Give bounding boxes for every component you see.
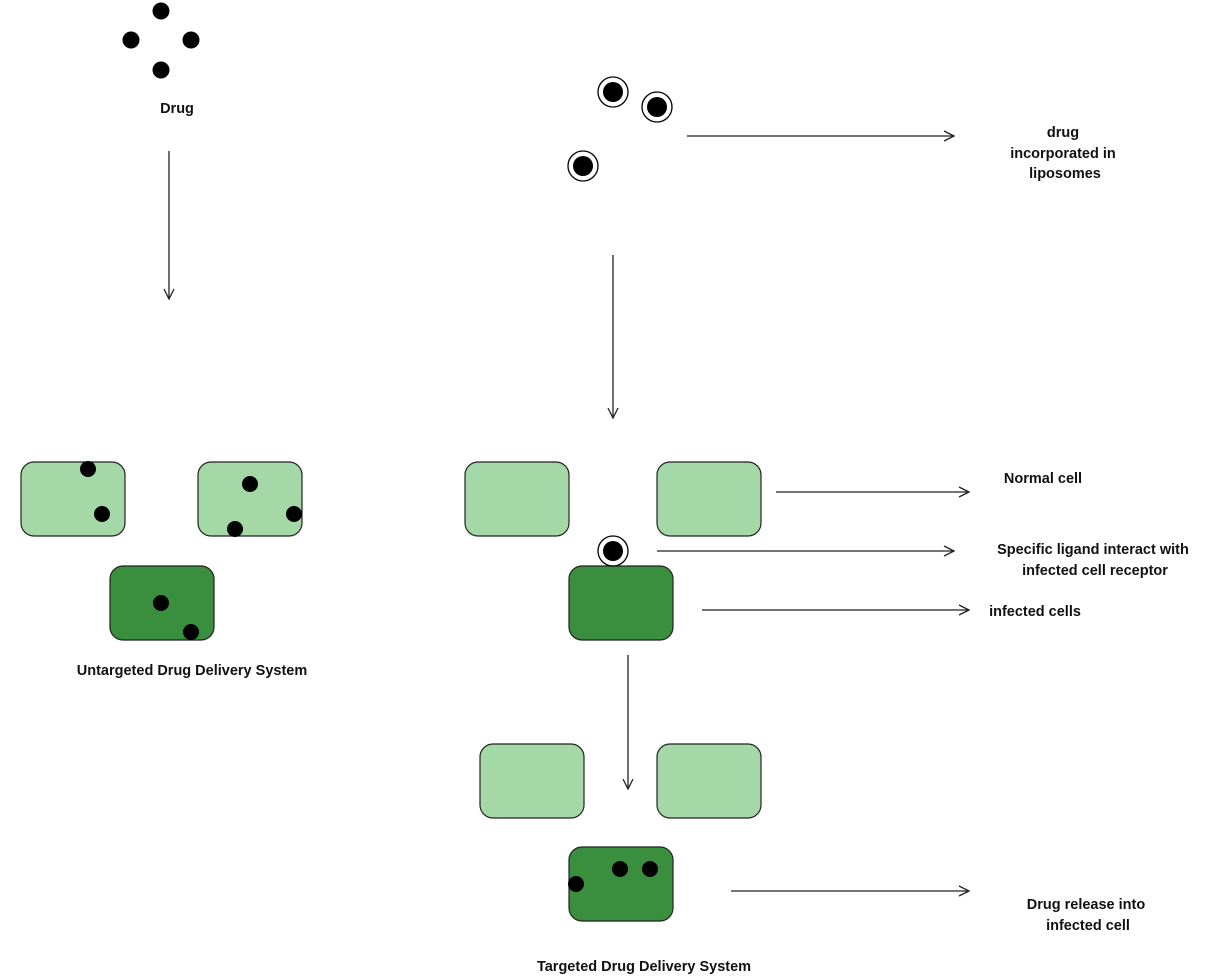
- normal-cell: [464, 461, 570, 537]
- drug-molecule: [242, 476, 258, 492]
- drug-molecule: [286, 506, 302, 522]
- drug-molecule: [227, 521, 243, 537]
- normal-cell: [479, 743, 585, 819]
- drug-molecule: [122, 31, 140, 49]
- drug-molecule: [642, 861, 658, 877]
- normal-cell: [656, 743, 762, 819]
- untargeted-title: Untargeted Drug Delivery System: [77, 663, 307, 679]
- drug-molecule: [94, 506, 110, 522]
- drug-label: Drug: [160, 101, 194, 117]
- drug-molecule: [152, 61, 170, 79]
- liposome-label: drug incorporated in liposomes: [1010, 125, 1120, 182]
- drug-molecule: [612, 861, 628, 877]
- drug-molecule: [603, 82, 623, 102]
- normal-cell: [197, 461, 303, 537]
- drug-molecule: [152, 2, 170, 20]
- normal-cell-label: Normal cell: [1004, 471, 1082, 487]
- drug-molecule: [153, 595, 169, 611]
- drug-molecule: [80, 461, 96, 477]
- untargeted-cells: [20, 461, 303, 641]
- drug-molecule: [182, 31, 200, 49]
- targeted-title: Targeted Drug Delivery System: [537, 959, 751, 975]
- drug-release-label: Drug release into infected cell: [1027, 897, 1149, 934]
- infected-cell: [568, 846, 674, 922]
- targeted-cells-stage1: [464, 461, 762, 641]
- liposome-drugs: [567, 76, 673, 182]
- targeted-cells-stage2: [479, 743, 762, 922]
- drug-molecule: [183, 624, 199, 640]
- free-drug-molecules: [122, 2, 200, 79]
- normal-cell: [20, 461, 126, 537]
- ligand-interaction-label: Specific ligand interact with infected c…: [997, 542, 1193, 579]
- drug-molecule: [647, 97, 667, 117]
- normal-cell: [656, 461, 762, 537]
- infected-cell: [568, 565, 674, 641]
- infected-cells-label: infected cells: [989, 604, 1081, 620]
- drug-molecule: [568, 876, 584, 892]
- drug-molecule: [603, 541, 623, 561]
- drug-molecule: [573, 156, 593, 176]
